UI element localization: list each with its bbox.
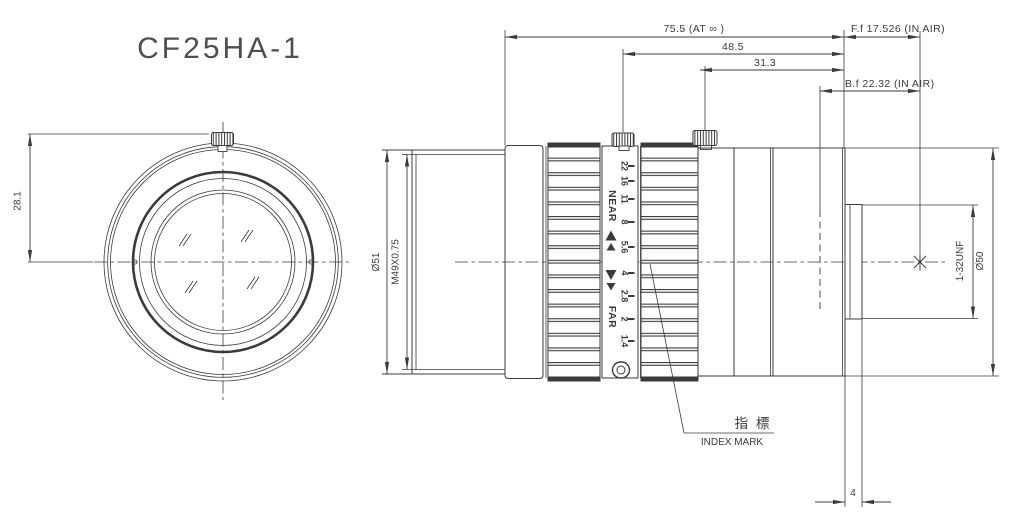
index-mark-label-jp: 指 標 xyxy=(735,416,772,431)
top-dimensions: 75.5 (AT ∞ ) F.f 17.526 (IN AIR) 48.5 31… xyxy=(504,23,945,148)
fstop-5-6: 5.6 xyxy=(620,241,630,254)
set-screw-right xyxy=(308,259,314,265)
dim-label-overall-length: 75.5 (AT ∞ ) xyxy=(664,23,725,35)
aperture-scale-band: 22 16 11 8 5.6 4 2.8 2 1.4 NEAR FAR xyxy=(601,145,641,379)
band-screw xyxy=(611,361,631,379)
focus-direction-arrows xyxy=(605,230,617,291)
bottom-dimension: 4 xyxy=(815,319,891,507)
aperture-lock-knob xyxy=(611,132,635,151)
dim-label-31-3: 31.3 xyxy=(754,57,776,69)
dim-label-flange-focal: F.f 17.526 (IN AIR) xyxy=(851,23,945,35)
dim-label-filter-thread: M49X0.75 xyxy=(391,239,402,285)
aperture-ticks xyxy=(628,165,635,342)
dim-label-48-5: 48.5 xyxy=(722,41,744,53)
fstop-4: 4 xyxy=(620,270,630,275)
page-title: CF25HA-1 xyxy=(137,32,303,65)
dim-label-28-1: 28.1 xyxy=(13,191,24,211)
mount-thread xyxy=(844,204,863,320)
dim-front-diameter: Ø51 xyxy=(371,150,390,374)
fstop-1-4: 1.4 xyxy=(620,335,630,348)
fstop-8: 8 xyxy=(620,219,630,224)
dim-label-mount-length: 4 xyxy=(850,488,856,499)
front-view: 28.1 xyxy=(13,122,352,400)
dim-filter-thread: M49X0.75 xyxy=(391,154,410,370)
dim-label-back-focal: B.f 22.32 (IN AIR) xyxy=(845,78,934,90)
dim-label-front-diameter: Ø51 xyxy=(371,252,382,271)
fstop-2: 2 xyxy=(620,316,630,321)
image-plane-marker xyxy=(913,31,927,271)
front-barrel xyxy=(382,149,505,375)
far-label: FAR xyxy=(606,306,618,329)
fstop-16: 16 xyxy=(620,176,630,186)
index-mark-callout: 指 標 INDEX MARK xyxy=(649,263,774,448)
dim-28-1: 28.1 xyxy=(13,133,209,263)
right-dimensions: 1-32UNF Ø50 xyxy=(845,147,999,377)
near-label: NEAR xyxy=(606,190,618,222)
side-view: Ø51 M49X0.75 xyxy=(371,23,999,507)
set-screw-left xyxy=(132,259,138,265)
focus-lock-knob xyxy=(692,130,718,150)
knurled-ring-rear xyxy=(640,142,699,382)
dim-label-barrel-diameter: Ø50 xyxy=(975,251,986,270)
dim-label-mount-thread: 1-32UNF xyxy=(955,241,966,282)
index-mark-label-en: INDEX MARK xyxy=(701,437,764,448)
glass-hatch-marks xyxy=(178,229,260,294)
front-lock-knob xyxy=(211,132,234,152)
fstop-2-8: 2.8 xyxy=(620,290,630,303)
knurled-ring-front xyxy=(547,142,601,382)
fstop-22: 22 xyxy=(620,161,630,171)
front-ring xyxy=(504,145,544,379)
fstop-11: 11 xyxy=(620,194,630,204)
